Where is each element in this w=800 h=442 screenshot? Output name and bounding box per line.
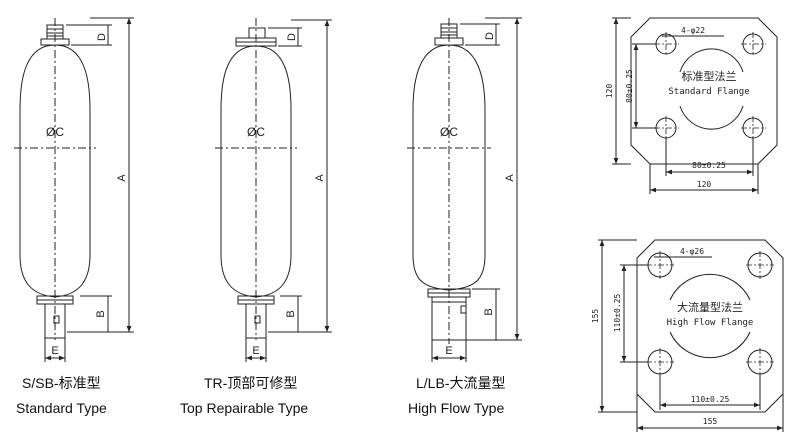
flange-center-bore (669, 273, 751, 359)
dim-label-a: A (314, 174, 326, 182)
top-valve (248, 27, 266, 39)
dim-label-a: A (504, 174, 516, 182)
flange-name-en: Standard Flange (668, 87, 749, 97)
dim-outer-h: 155 (703, 417, 718, 426)
accumulator-high-flow (407, 17, 522, 362)
hole-label: 4-φ26 (680, 247, 704, 256)
hole-label: 4-φ22 (681, 26, 705, 35)
dim-inner-v: 110±0.25 (613, 294, 622, 333)
dim-label-e: E (445, 345, 452, 357)
flange-center-bore (679, 48, 744, 130)
accumulator-top-repairable (215, 18, 332, 362)
dim-inner-h: 110±0.25 (691, 395, 730, 404)
dim-label-e: E (252, 345, 259, 357)
dim-inner-v: 80±0.25 (625, 69, 634, 103)
dim-label-a: A (116, 174, 128, 182)
caption-standard-en: Standard Type (16, 400, 107, 416)
flange-name-cn: 大流量型法兰 (677, 300, 743, 314)
caption-top-repairable-cn: TR-顶部可修型 (204, 375, 298, 391)
dim-outer-v: 120 (605, 84, 614, 99)
dim-label-b: B (483, 308, 495, 315)
caption-high-flow-cn: L/LB-大流量型 (416, 375, 506, 391)
dim-label-b: B (285, 310, 297, 317)
flange-outline (636, 239, 784, 413)
dim-label-d: D (96, 33, 108, 41)
caption-standard-cn: S/SB-标准型 (22, 375, 101, 391)
caption-high-flow-en: High Flow Type (408, 400, 505, 416)
dim-label-d: D (286, 33, 298, 41)
dim-label-c: ØC (440, 125, 458, 139)
dim-label-e: E (51, 345, 58, 357)
dim-label-c: ØC (247, 125, 265, 139)
flange-standard (612, 17, 778, 194)
flange-high-flow (598, 239, 784, 432)
dim-outer-h: 120 (697, 180, 712, 189)
flange-name-en: High Flow Flange (667, 318, 754, 328)
dim-label-d: D (484, 32, 496, 40)
caption-top-repairable-en: Top Repairable Type (180, 400, 309, 416)
dim-label-b: B (95, 310, 107, 317)
dim-outer-v: 155 (591, 309, 600, 324)
flange-name-cn: 标准型法兰 (682, 69, 737, 83)
dim-inner-h: 80±0.25 (692, 161, 726, 170)
dim-label-c: ØC (46, 125, 64, 139)
accumulator-standard (14, 17, 134, 362)
